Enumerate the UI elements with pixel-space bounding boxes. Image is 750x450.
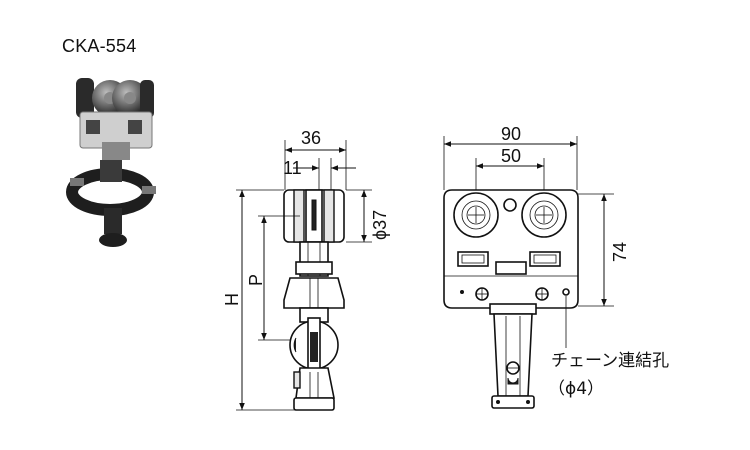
model-label: CKA-554 (62, 36, 137, 56)
front-view: 90 50 (443, 124, 669, 409)
product-photo (66, 78, 156, 247)
dim-height-front: 74 (610, 242, 630, 262)
side-view: 36 11 ϕ37 (222, 128, 390, 411)
chain-hole-label: チェーン連結孔 (551, 351, 669, 371)
dim-height-pitch: P (246, 274, 266, 286)
dim-width-outer: 36 (301, 128, 321, 148)
dim-width-inner-front: 50 (501, 146, 521, 166)
dim-width-outer-front: 90 (501, 124, 521, 144)
dim-height-total: H (222, 293, 242, 306)
chain-hole (562, 288, 570, 296)
chain-hole-spec: （ϕ4） (548, 379, 604, 399)
dim-diameter: ϕ37 (370, 210, 390, 240)
dim-width-inner: 11 (283, 158, 302, 178)
